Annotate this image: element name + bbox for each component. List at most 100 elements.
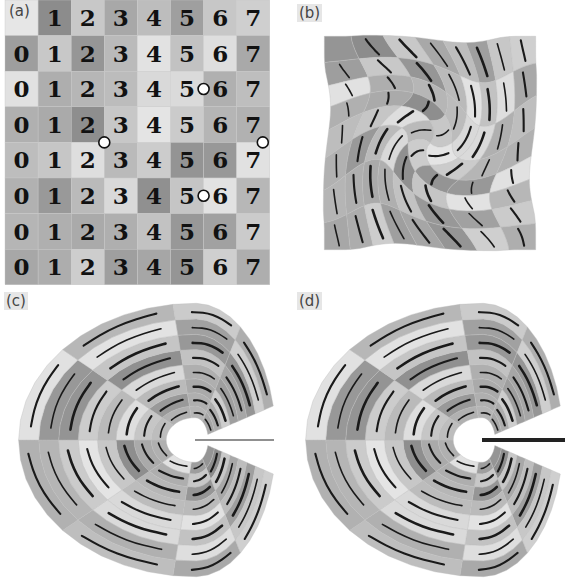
grid-digit: 7 [237, 107, 270, 143]
warped-glyph [511, 170, 513, 183]
warped-glyph [315, 454, 347, 514]
warped-glyph [414, 408, 424, 434]
grid-cell [38, 107, 71, 143]
grid-cell [104, 142, 137, 178]
warped-glyph [498, 454, 504, 472]
warped-glyph [106, 447, 124, 479]
grid-cell [237, 36, 270, 72]
warped-glyph [216, 459, 224, 482]
warped-glyph [447, 424, 452, 438]
warped-glyph [335, 225, 340, 246]
warped-cell [492, 200, 535, 227]
grid-digit: 3 [104, 142, 137, 178]
grid-cell [171, 107, 204, 143]
warped-glyph [233, 474, 249, 515]
grid-cell [38, 0, 71, 36]
warped-glyph [481, 387, 498, 392]
warped-glyph [31, 365, 58, 426]
warped-glyph [516, 143, 519, 160]
warped-cell [479, 80, 497, 126]
grid-digit: 2 [71, 71, 104, 107]
warped-glyph [108, 400, 122, 433]
warped-glyph [221, 389, 234, 416]
warped-glyph [465, 198, 472, 209]
warped-glyph [480, 512, 505, 524]
warped-glyph [509, 464, 520, 493]
warped-glyph [193, 358, 218, 366]
grid-digit: 6 [204, 249, 237, 285]
warped-cell [173, 303, 241, 340]
warped-glyph [513, 377, 528, 410]
warped-glyph [395, 400, 409, 433]
warped-glyph [480, 500, 500, 510]
grid-digit: 1 [38, 107, 71, 143]
grid-cell [71, 0, 104, 36]
warped-glyph [429, 153, 448, 156]
warped-glyph [123, 358, 170, 379]
warped-cell [350, 304, 463, 360]
grid-digit: 1 [38, 214, 71, 250]
warped-glyph [511, 208, 521, 221]
warped-glyph [504, 83, 507, 111]
grid-cell [38, 178, 71, 214]
grid-cell [38, 142, 71, 178]
grid-cell [5, 249, 38, 285]
grid-cell [171, 36, 204, 72]
warped-cell [63, 304, 176, 360]
warped-glyph [522, 109, 525, 131]
warped-glyph [480, 358, 505, 366]
warped-glyph [385, 169, 389, 200]
warped-glyph [520, 474, 536, 515]
warped-glyph [417, 63, 431, 81]
grid-cell [137, 71, 170, 107]
warped-glyph [514, 469, 527, 504]
grid-cell [137, 142, 170, 178]
warped-glyph [481, 232, 494, 247]
warped-glyph [371, 110, 378, 126]
grid-digit: 4 [137, 214, 170, 250]
grid-digit: 0 [5, 249, 38, 285]
warped-glyph [124, 446, 139, 471]
grid-cell [237, 249, 270, 285]
grid-digit: 2 [71, 142, 104, 178]
warped-glyph [338, 374, 362, 428]
warped-glyph [390, 211, 404, 238]
grid-cell [137, 178, 170, 214]
grid-cell [38, 249, 71, 285]
warp-panel-d [306, 303, 565, 576]
warped-glyph [382, 524, 448, 549]
warped-glyph [158, 443, 166, 456]
grid-digit: 7 [237, 0, 270, 36]
grid-cell [204, 107, 237, 143]
grid-digit: 0 [5, 107, 38, 143]
grid-cell [237, 0, 270, 36]
warped-glyph [376, 129, 388, 153]
grid-digit: 6 [204, 178, 237, 214]
warped-glyph [429, 444, 440, 462]
warped-glyph [215, 399, 225, 420]
warped-cell [173, 540, 241, 577]
grid-cell [71, 142, 104, 178]
warped-glyph [403, 157, 407, 179]
warped-glyph [436, 386, 466, 400]
grid-cell [104, 249, 137, 285]
grid-cell [5, 71, 38, 107]
grid-digit: 5 [171, 71, 204, 107]
warped-glyph [531, 343, 554, 395]
grid-digit: 3 [104, 107, 137, 143]
warped-glyph [389, 136, 402, 159]
grid-cell [237, 71, 270, 107]
grid-digit: 4 [137, 107, 170, 143]
grid-digit: 1 [38, 178, 71, 214]
grid-digit: 2 [71, 107, 104, 143]
warped-glyph [192, 539, 226, 554]
grid-digit: 1 [38, 249, 71, 285]
warped-glyph [245, 485, 266, 539]
warped-cell [501, 223, 536, 250]
grid-cell [71, 214, 104, 250]
grid-digit: 7 [237, 178, 270, 214]
grid-cell [137, 249, 170, 285]
warped-glyph [521, 40, 526, 61]
grid-cell [104, 214, 137, 250]
grid-cell [5, 178, 38, 214]
